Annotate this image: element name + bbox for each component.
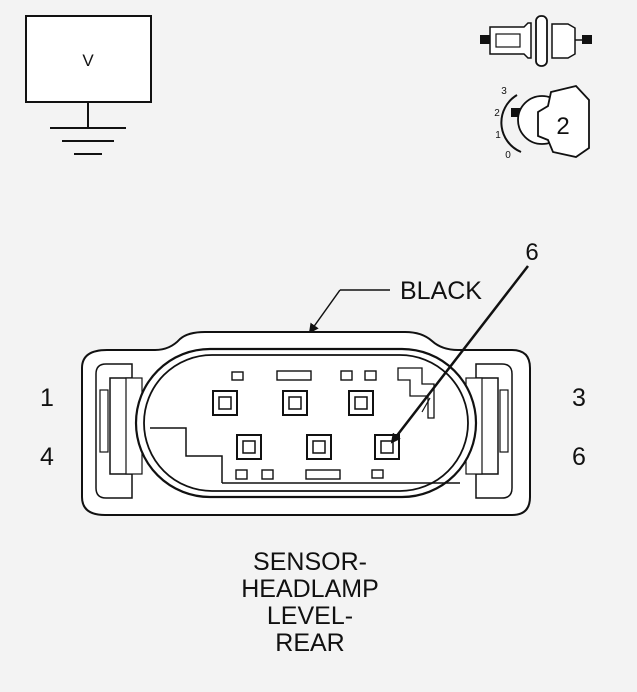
- pin-label-1: 1: [40, 384, 54, 412]
- ignition-position-1: 1: [495, 130, 501, 141]
- ignition-key-position-label: 2: [556, 113, 569, 140]
- connector-color-label: BLACK: [400, 277, 482, 305]
- cavity-2: [282, 390, 308, 416]
- disconnect-connector-icon: [480, 15, 592, 67]
- caption-line-3: LEVEL-: [266, 602, 354, 630]
- ignition-position-3: 3: [501, 86, 507, 97]
- terminal-cavities: [212, 390, 400, 460]
- voltmeter-symbol: V: [82, 51, 94, 70]
- connector-caption: SENSOR- HEADLAMP LEVEL- REAR: [180, 549, 440, 657]
- ignition-position-0: 0: [505, 150, 511, 161]
- pin-label-3: 3: [572, 384, 586, 412]
- cavity-4: [236, 434, 262, 460]
- pin-label-4: 4: [40, 443, 54, 471]
- caption-line-1: SENSOR-: [253, 548, 367, 576]
- ignition-position-2: 2: [494, 108, 500, 119]
- color-callout: BLACK: [308, 277, 482, 334]
- voltmeter-icon: V: [25, 15, 152, 128]
- pin-label-6: 6: [572, 443, 586, 471]
- caption-line-4: REAR: [275, 629, 345, 657]
- cavity-3: [348, 390, 374, 416]
- pin-callout: 6: [390, 239, 539, 444]
- ignition-switch-icon: 3 2 1 0 2: [494, 85, 590, 161]
- callout-pin-number: 6: [525, 239, 538, 266]
- cavity-5: [306, 434, 332, 460]
- cavity-1: [212, 390, 238, 416]
- connector-body: [81, 331, 531, 516]
- ground-icon: [50, 127, 126, 155]
- caption-line-2: HEADLAMP: [241, 575, 379, 603]
